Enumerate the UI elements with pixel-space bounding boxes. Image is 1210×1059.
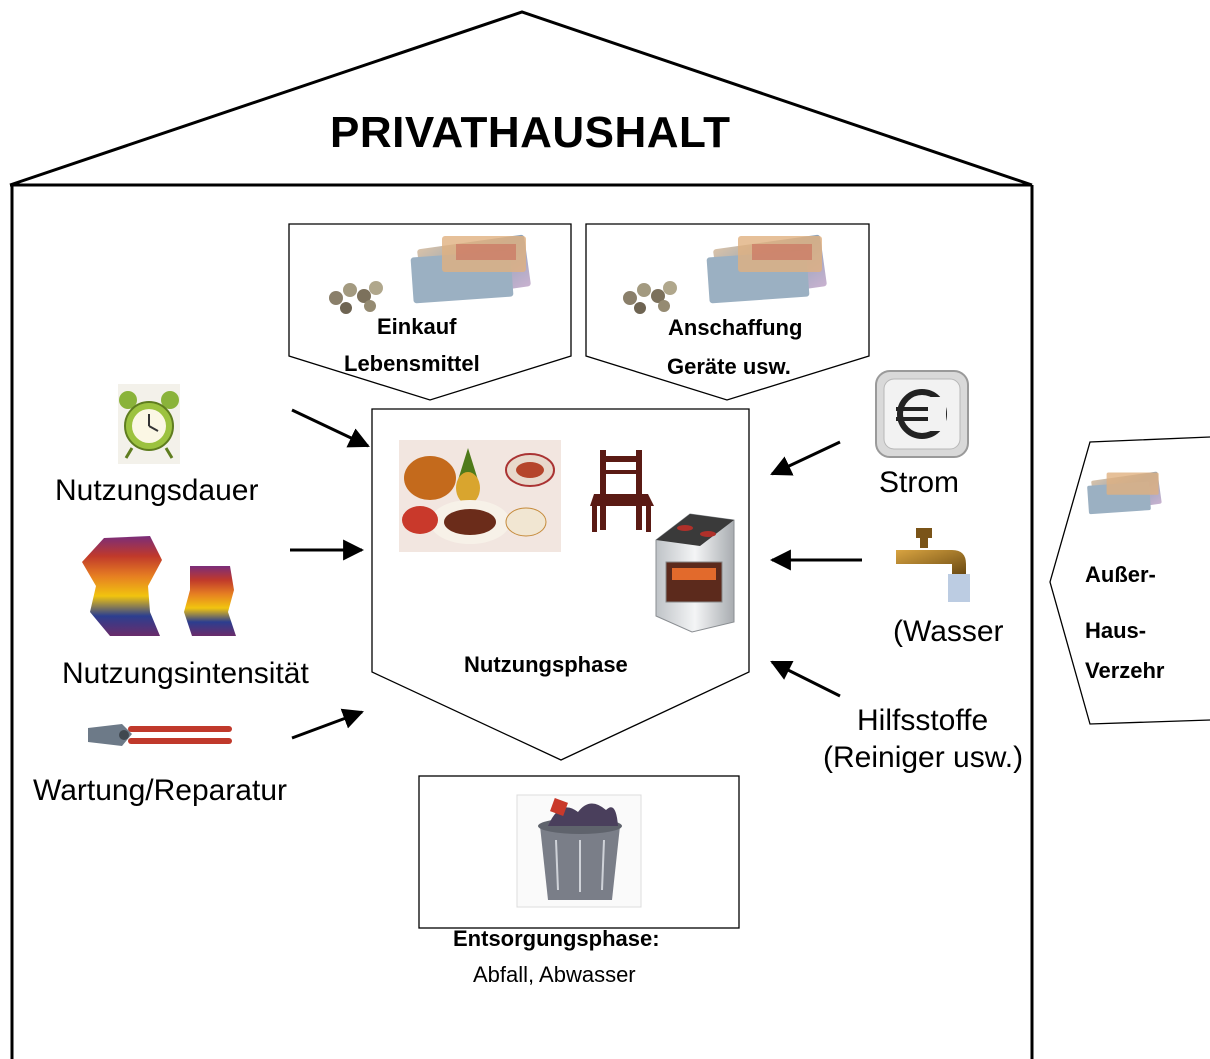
purchase-appliances-line2: Geräte usw. [667, 354, 791, 379]
faucet-icon [896, 528, 970, 602]
input-auxiliaries-line2: (Reiniger usw.) [823, 741, 1024, 774]
purchase-food-line2: Lebensmittel [344, 351, 480, 376]
pliers-icon [88, 724, 232, 746]
disposal-phase-subtitle: Abfall, Abwasser [473, 962, 636, 987]
arrow-auxiliaries [770, 660, 841, 698]
input-auxiliaries-line1: Hilfsstoffe [857, 704, 989, 737]
flow-arrows [290, 408, 862, 740]
arrow-electricity [770, 440, 841, 476]
house-roof [9, 10, 1033, 187]
purchase-appliances-line1: Anschaffung [668, 315, 803, 340]
outside-line1: Außer- [1085, 562, 1156, 587]
disposal-phase-title: Entsorgungsphase: [453, 926, 660, 951]
house-title: PRIVATHAUSHALT [330, 108, 731, 157]
trash-bin-icon [516, 794, 642, 908]
outside-line3: Verzehr [1085, 658, 1165, 683]
money-icon [1087, 471, 1162, 515]
purchase-food-line1: Einkauf [377, 314, 457, 339]
factor-maintenance: Wartung/Reparatur [33, 774, 288, 807]
money-icon [706, 234, 827, 304]
input-electricity: Strom [879, 466, 960, 499]
coins-icon [329, 281, 383, 314]
arrow-maintenance [291, 708, 364, 740]
outside-line2: Haus- [1085, 618, 1147, 643]
money-icon [410, 234, 531, 304]
usage-phase-label: Nutzungsphase [464, 652, 628, 677]
food-platter-icon [399, 440, 561, 552]
house-outline [9, 10, 1034, 1059]
factor-duration: Nutzungsdauer [55, 474, 259, 507]
chair-icon [590, 450, 654, 532]
arrow-duration [291, 408, 370, 448]
factor-intensity: Nutzungsintensität [62, 657, 309, 690]
stacked-layers-icon [82, 536, 236, 636]
coins-icon [623, 281, 677, 314]
stove-icon [655, 513, 735, 633]
alarm-clock-icon [118, 384, 180, 464]
input-water: (Wasser [893, 615, 1004, 648]
euro-icon [875, 370, 969, 458]
